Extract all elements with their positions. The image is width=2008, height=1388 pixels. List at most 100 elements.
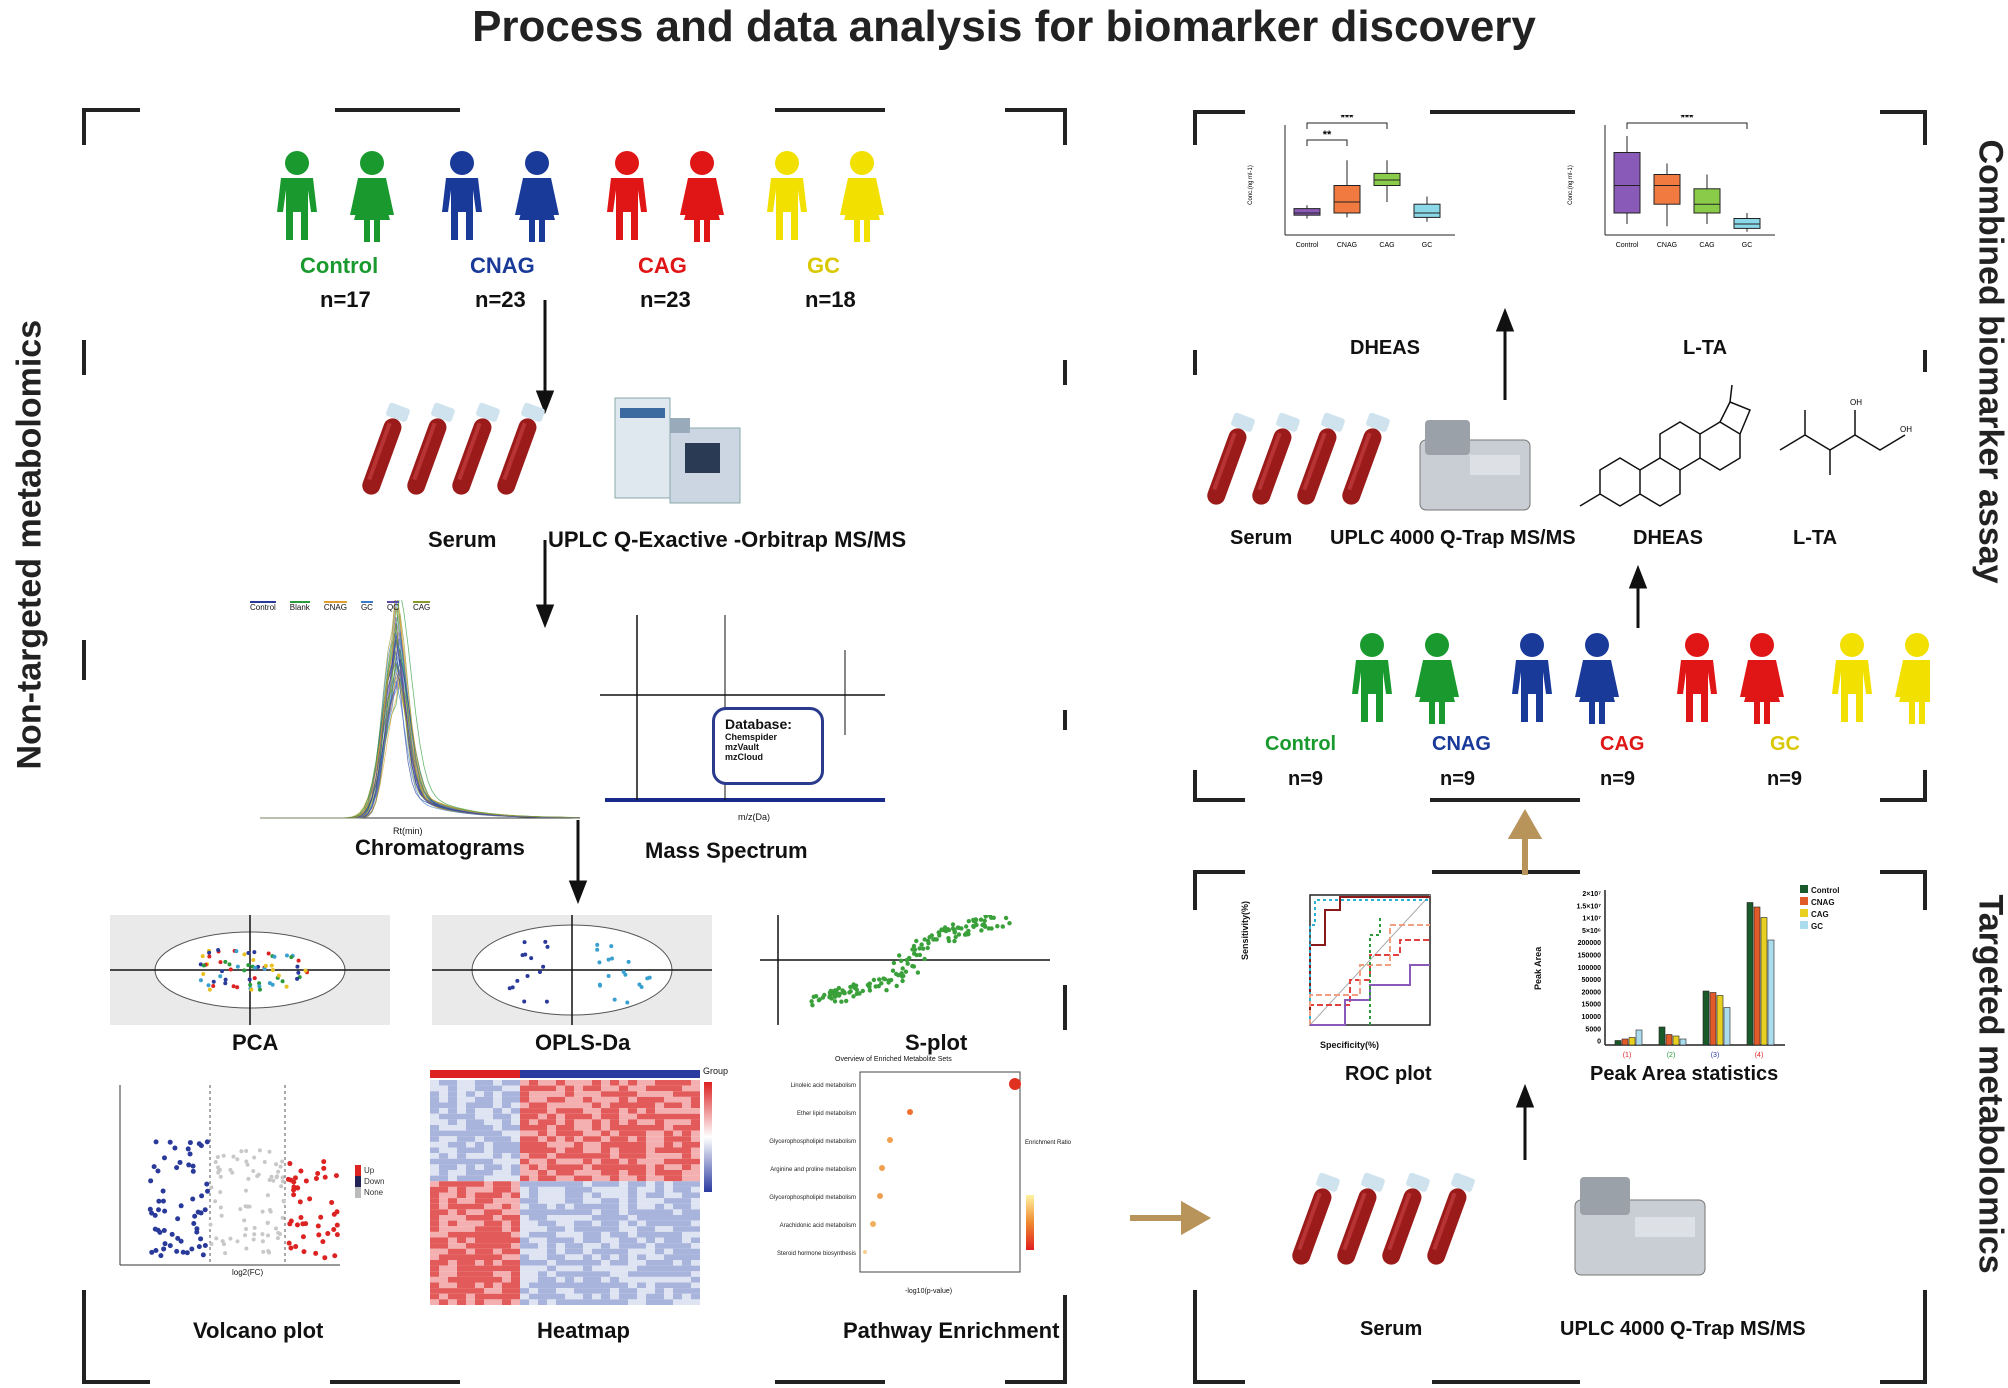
boxplot-category: CAG bbox=[1379, 242, 1394, 249]
heatmap-cell bbox=[466, 1119, 475, 1125]
heatmap-cell bbox=[448, 1288, 457, 1294]
opls-point bbox=[541, 964, 546, 969]
heatmap-cell bbox=[484, 1237, 493, 1244]
heatmap-cell bbox=[484, 1113, 493, 1120]
roc-curve bbox=[1369, 915, 1381, 1025]
heatmap-cell bbox=[439, 1091, 448, 1097]
heatmap-cell bbox=[466, 1153, 475, 1159]
peak-bar bbox=[1614, 1040, 1622, 1046]
heatmap-cell bbox=[511, 1203, 520, 1210]
boxplot-box bbox=[1293, 208, 1321, 216]
heatmap-cell bbox=[520, 1271, 529, 1277]
svg-text:OH: OH bbox=[1850, 398, 1862, 407]
heatmap-cell bbox=[628, 1102, 637, 1109]
heatmap-cell bbox=[628, 1271, 637, 1277]
oplsda-plot bbox=[432, 915, 712, 1025]
heatmap-cell bbox=[673, 1243, 682, 1249]
heatmap-cell bbox=[466, 1231, 475, 1238]
heatmap-cell bbox=[520, 1158, 529, 1165]
volcano-point-down bbox=[161, 1228, 167, 1234]
volcano-point-none bbox=[251, 1237, 256, 1242]
lta-structure: OH OH bbox=[1779, 398, 1912, 475]
heatmap-cell bbox=[547, 1282, 556, 1289]
heatmap-cell bbox=[484, 1153, 493, 1159]
splot-point bbox=[900, 966, 905, 971]
heatmap-cell bbox=[556, 1260, 565, 1266]
splot-point bbox=[912, 951, 917, 956]
pca-point bbox=[269, 963, 274, 968]
pca-point bbox=[218, 960, 223, 965]
heatmap-cell bbox=[430, 1209, 439, 1215]
heatmap-cell bbox=[502, 1299, 511, 1305]
chromatogram-trace bbox=[260, 613, 581, 819]
heatmap-cell bbox=[493, 1192, 502, 1199]
heatmap-cell bbox=[592, 1243, 601, 1249]
heatmap-cell bbox=[574, 1091, 583, 1097]
splot-point bbox=[966, 919, 971, 924]
heatmap-cell bbox=[610, 1215, 619, 1221]
heatmap-cell bbox=[511, 1091, 520, 1097]
heatmap-cell bbox=[538, 1254, 547, 1260]
heatmap-cell bbox=[592, 1260, 601, 1266]
heatmap-cell bbox=[538, 1147, 547, 1154]
splot-point bbox=[917, 946, 922, 951]
volcano-point-down bbox=[196, 1244, 202, 1250]
heatmap-cell bbox=[574, 1175, 583, 1182]
group-n-cnag-combined: n=9 bbox=[1440, 768, 1476, 790]
heatmap-cell bbox=[502, 1260, 511, 1266]
significance-mark: *** bbox=[1681, 115, 1695, 124]
heatmap-cell bbox=[547, 1136, 556, 1142]
heatmap-cell bbox=[520, 1248, 529, 1255]
opls-point bbox=[515, 978, 520, 983]
dheas-chart-label: DHEAS bbox=[1350, 337, 1421, 359]
heatmap-cell bbox=[511, 1254, 520, 1260]
heatmap-cell bbox=[610, 1186, 619, 1193]
heatmap-cell bbox=[529, 1102, 538, 1109]
heatmap-cell bbox=[529, 1265, 538, 1272]
heatmap-cell bbox=[682, 1153, 691, 1159]
heatmap-cell bbox=[664, 1248, 673, 1255]
peak-legend-control: Control bbox=[1800, 885, 1839, 897]
heatmap-cell bbox=[646, 1220, 655, 1227]
heatmap-cell bbox=[619, 1113, 628, 1120]
splot-point bbox=[809, 999, 814, 1004]
pca-point bbox=[211, 979, 216, 984]
heatmap-cell bbox=[601, 1175, 610, 1182]
heatmap-cell bbox=[601, 1102, 610, 1109]
heatmap-cell bbox=[484, 1102, 493, 1109]
heatmap-cell bbox=[538, 1282, 547, 1289]
heatmap-cell bbox=[691, 1096, 700, 1103]
heatmap-cell bbox=[511, 1209, 520, 1215]
group-label-gc-combined: GC bbox=[1770, 733, 1800, 755]
heatmap-cell bbox=[511, 1108, 520, 1114]
heatmap-cell bbox=[493, 1243, 502, 1249]
heatmap-cell bbox=[457, 1141, 466, 1148]
heatmap-cell bbox=[475, 1113, 484, 1120]
pca-point bbox=[223, 977, 228, 982]
heatmap-cell bbox=[583, 1288, 592, 1294]
heatmap-cell bbox=[682, 1085, 691, 1092]
heatmap-cell bbox=[529, 1282, 538, 1289]
pca-point bbox=[248, 982, 253, 987]
splot-point bbox=[860, 988, 865, 994]
heatmap-cell bbox=[439, 1282, 448, 1289]
heatmap-cell bbox=[475, 1260, 484, 1266]
heatmap-cell bbox=[691, 1136, 700, 1142]
heatmap-cell bbox=[592, 1192, 601, 1199]
heatmap-cell bbox=[610, 1198, 619, 1204]
heatmap-cell bbox=[628, 1260, 637, 1266]
pca-point bbox=[280, 979, 285, 984]
heatmap-cell bbox=[574, 1198, 583, 1204]
heatmap-cell bbox=[430, 1091, 439, 1097]
pathway-dot bbox=[870, 1221, 876, 1227]
heatmap-cell bbox=[475, 1276, 484, 1283]
heatmap-cell bbox=[574, 1260, 583, 1266]
heatmap-cell bbox=[610, 1119, 619, 1125]
peak-xtick: (2) bbox=[1667, 1052, 1676, 1059]
heatmap-cell bbox=[574, 1265, 583, 1272]
heatmap-cell bbox=[565, 1119, 574, 1125]
heatmap-group-bar bbox=[511, 1070, 520, 1078]
splot-point bbox=[832, 999, 838, 1004]
group-label-gc: GC bbox=[807, 253, 840, 278]
heatmap-cell bbox=[574, 1164, 583, 1170]
